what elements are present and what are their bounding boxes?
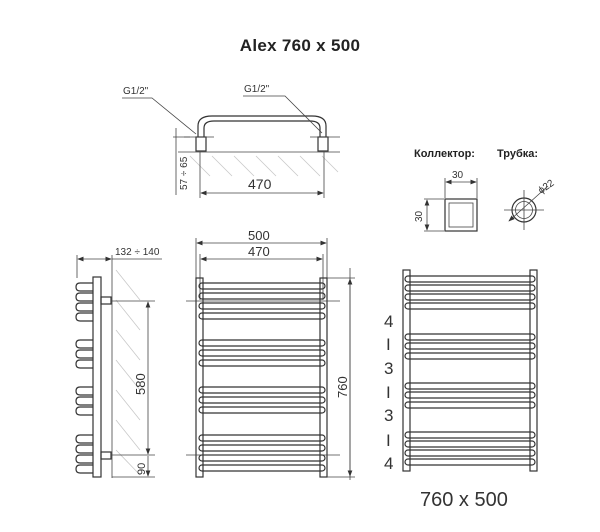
overall-height-label: 760 [335, 376, 350, 398]
group-count-2: 3 [384, 359, 393, 378]
collector-label: Коллектор: [414, 148, 475, 160]
group-count-3: 3 [384, 406, 393, 425]
wall-offset-label: 57 ÷ 65 [179, 156, 190, 190]
wall-hatch [178, 151, 340, 177]
tube-label: Трубка: [497, 148, 538, 160]
section-view: 4 I 3 I 3 I 4 760 x 500 [384, 269, 538, 511]
bottom-offset-label: 90 [136, 463, 148, 475]
axis-distance-label: 470 [248, 176, 272, 192]
side-view: 132 ÷ 140 580 90 [75, 247, 162, 478]
group-separator-1: I [386, 335, 391, 354]
size-caption: 760 x 500 [420, 489, 508, 511]
left-thread-label: G1/2" [123, 86, 149, 97]
top-view: G1/2" G1/2" 57 ÷ 65 470 [122, 84, 340, 198]
connection-height-label: 580 [133, 373, 148, 395]
group-count-4: 4 [384, 454, 393, 473]
group-separator-2: I [386, 383, 391, 402]
depth-label: 132 ÷ 140 [115, 247, 160, 258]
left-bracket [195, 136, 207, 152]
collector-height: 30 [414, 210, 425, 222]
drawing-title: Alex 760 x 500 [239, 36, 361, 55]
collector-profile [444, 198, 478, 232]
collector-width: 30 [452, 170, 464, 181]
group-separator-3: I [386, 431, 391, 450]
front-view: 500 470 760 [186, 228, 355, 480]
profiles: Коллектор: Трубка: 30 30 ϕ22 [414, 148, 557, 232]
right-thread-label: G1/2" [244, 84, 270, 95]
overall-width-label: 500 [248, 228, 270, 243]
group-count-1: 4 [384, 312, 393, 331]
axis-width-label: 470 [248, 244, 270, 259]
right-bracket [317, 136, 329, 152]
